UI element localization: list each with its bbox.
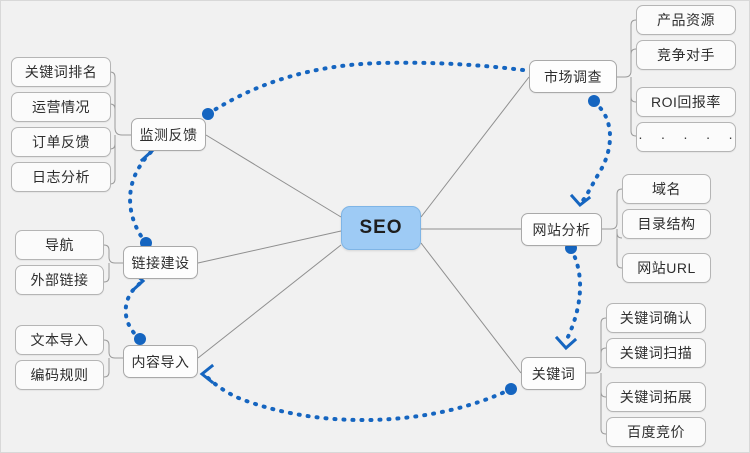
branch-node-monitor-feedback[interactable]: 监测反馈	[131, 118, 206, 151]
branch-node-site-analysis[interactable]: 网站分析	[521, 213, 602, 246]
leaf-node-baidu-bidding[interactable]: 百度竞价	[606, 417, 706, 447]
leaf-node-site-url[interactable]: 网站URL	[622, 253, 711, 283]
leaf-node-product-resource[interactable]: 产品资源	[636, 5, 736, 35]
hub-links	[197, 76, 530, 374]
leaf-node-operation-status[interactable]: 运营情况	[11, 92, 111, 122]
leaf-node-directory-structure[interactable]: 目录结构	[622, 209, 711, 239]
leaf-node-encoding-rule[interactable]: 编码规则	[15, 360, 104, 390]
branch-node-keyword[interactable]: 关键词	[521, 357, 586, 390]
leaf-node-domain-name[interactable]: 域名	[622, 174, 711, 204]
leaf-node-log-analysis[interactable]: 日志分析	[11, 162, 111, 192]
leaf-node-roi[interactable]: ROI回报率	[636, 87, 736, 117]
branch-node-link-building[interactable]: 链接建设	[123, 246, 198, 279]
leaf-node-keyword-ranking[interactable]: 关键词排名	[11, 57, 111, 87]
leaf-node-keyword-confirm[interactable]: 关键词确认	[606, 303, 706, 333]
leaf-node-order-feedback[interactable]: 订单反馈	[11, 127, 111, 157]
leaf-node-navigation[interactable]: 导航	[15, 230, 104, 260]
hub-node-seo[interactable]: SEO	[341, 206, 421, 250]
leaf-node-text-import[interactable]: 文本导入	[15, 325, 104, 355]
branch-links	[103, 19, 637, 435]
leaf-node-keyword-expand[interactable]: 关键词拓展	[606, 382, 706, 412]
leaf-node-external-link[interactable]: 外部链接	[15, 265, 104, 295]
leaf-node-keyword-scan[interactable]: 关键词扫描	[606, 338, 706, 368]
leaf-node-more-ellipsis[interactable]: · · · · ·	[636, 122, 736, 152]
branch-node-market-research[interactable]: 市场调查	[529, 60, 617, 93]
branch-node-content-import[interactable]: 内容导入	[123, 345, 198, 378]
leaf-node-competitor[interactable]: 竞争对手	[636, 40, 736, 70]
